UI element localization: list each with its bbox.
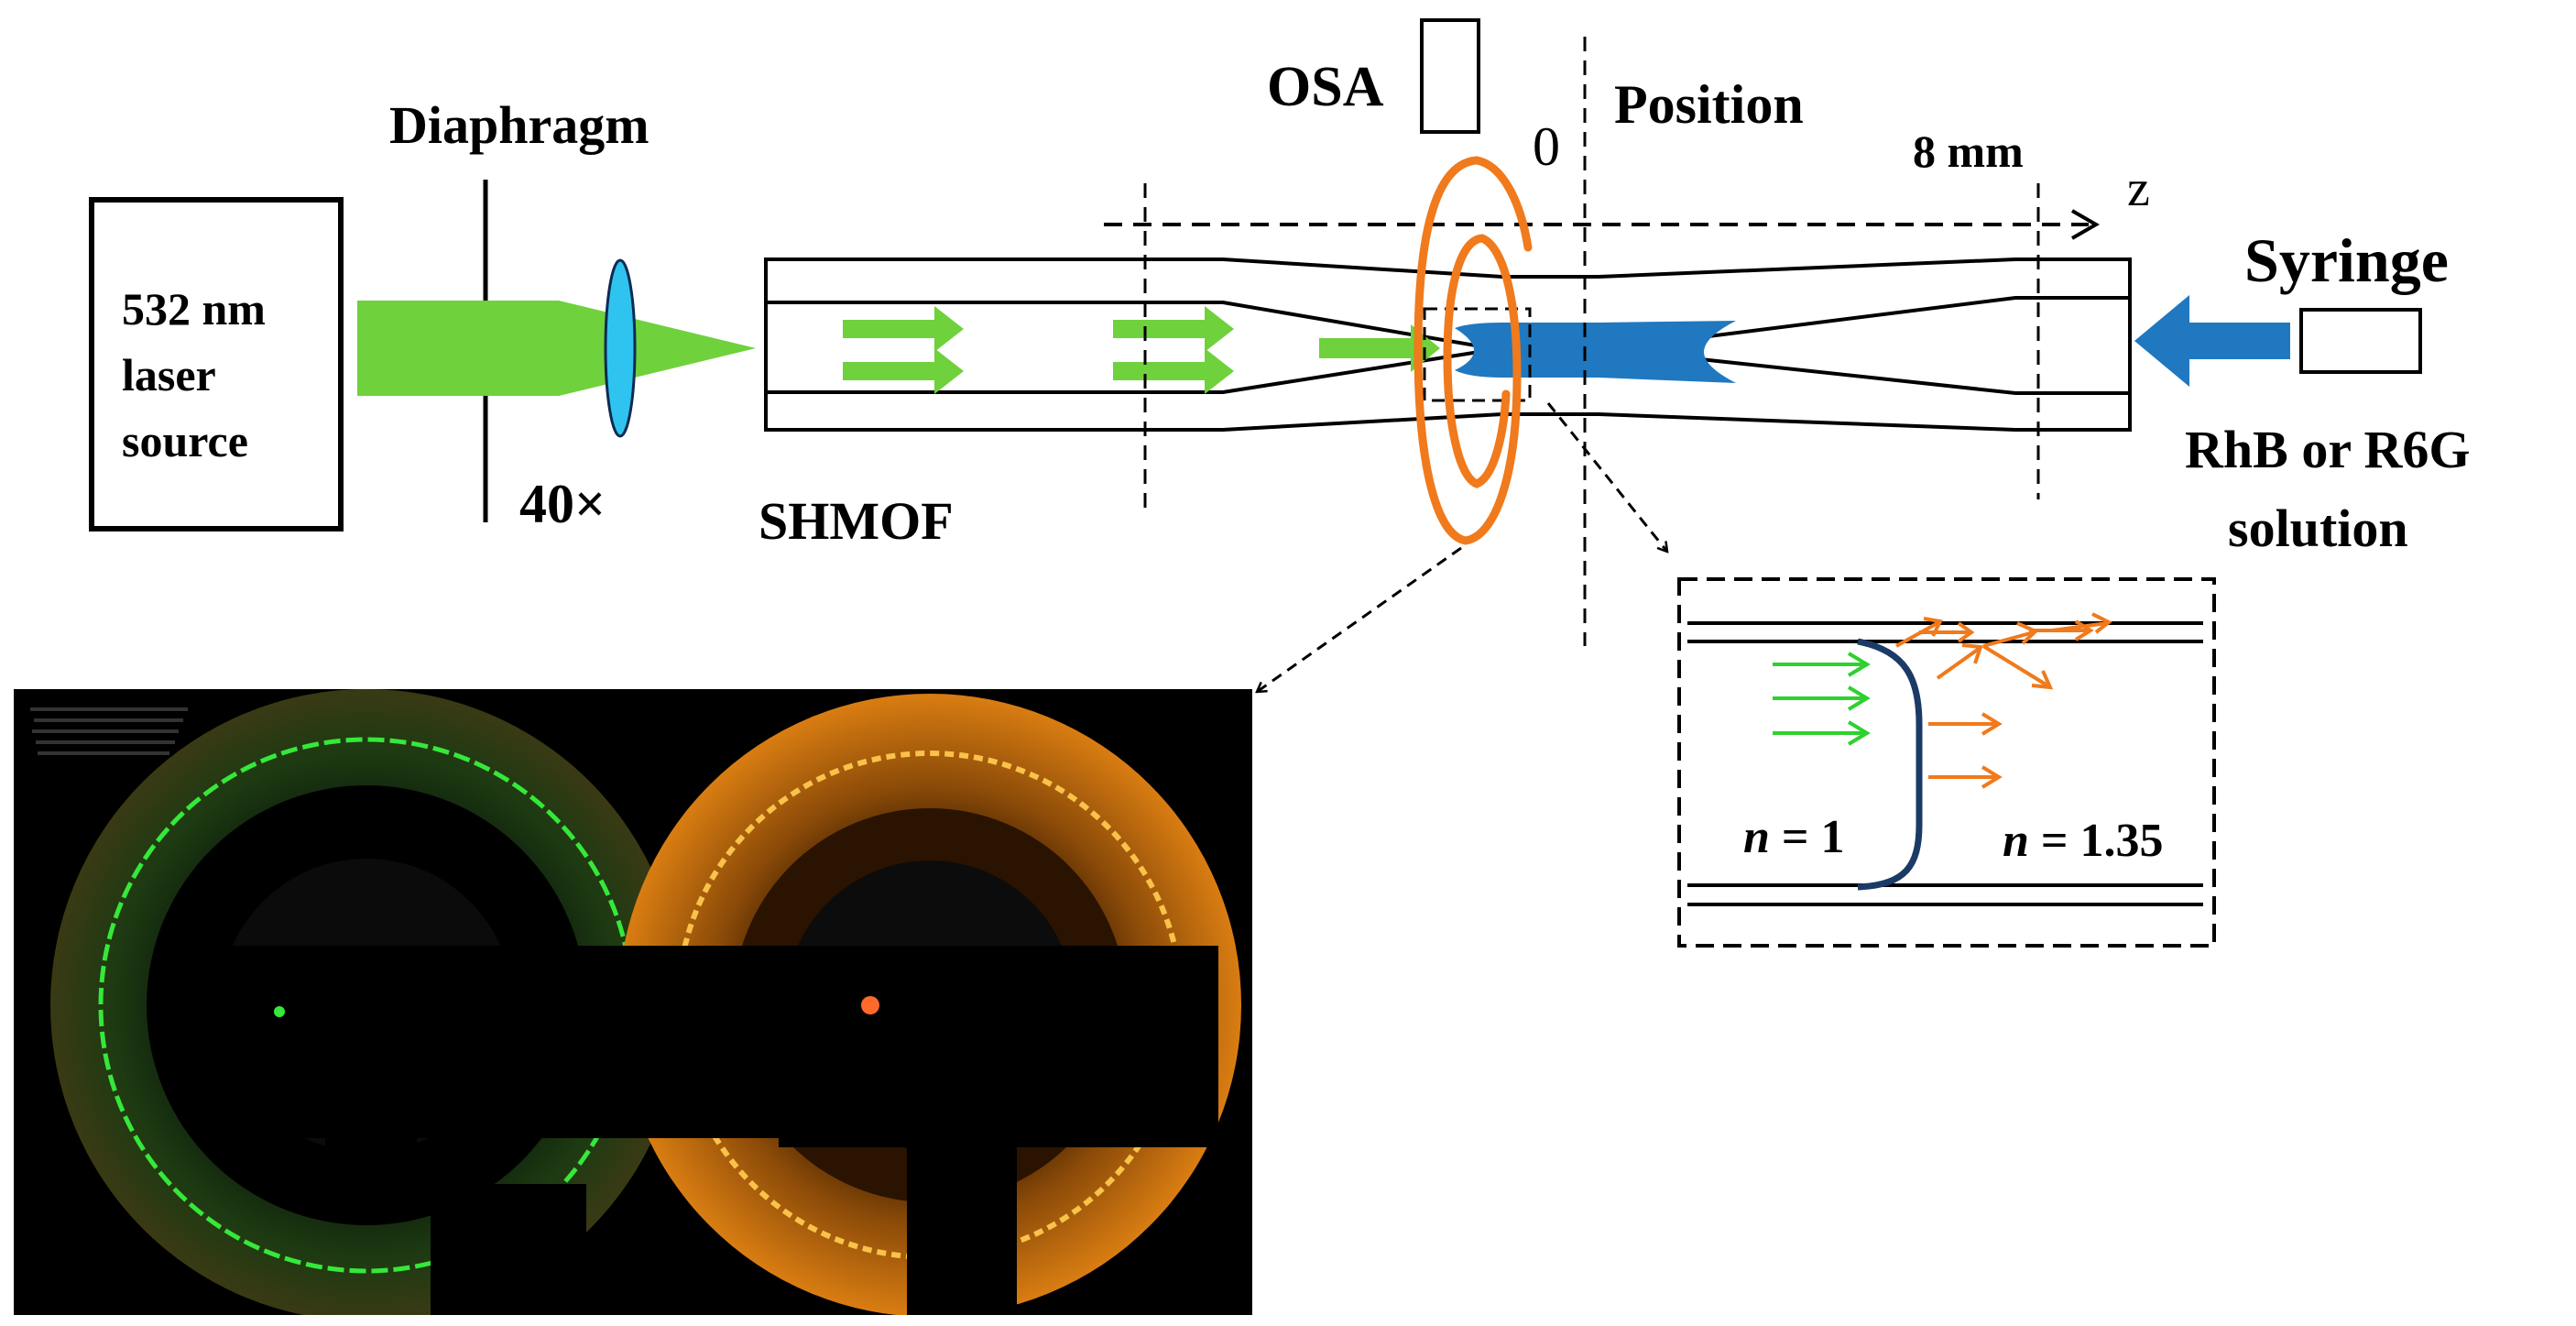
syringe-arrow xyxy=(2134,295,2290,387)
inset-pump-arrows xyxy=(1773,652,1871,746)
photograph-drawing xyxy=(14,689,1252,1315)
n-left-val: = 1 xyxy=(1769,811,1845,863)
refractive-index-right: n = 1.35 xyxy=(2003,817,2164,865)
syringe-label: Syringe xyxy=(2244,225,2449,295)
laser-label-line1: 532 nm xyxy=(122,283,266,334)
laser-label-line2: laser xyxy=(122,349,216,400)
inset-emission-arrows xyxy=(1895,612,2112,789)
objective-lens xyxy=(604,258,637,438)
syringe-box xyxy=(2299,308,2422,374)
n-left-var: n xyxy=(1743,811,1770,863)
inset-walls xyxy=(1687,621,2203,906)
redaction-scribble xyxy=(30,707,188,755)
laser-beam xyxy=(357,301,756,396)
emission-spiral xyxy=(1414,156,1533,545)
emission-photograph xyxy=(14,689,1252,1315)
meniscus-curve xyxy=(1857,638,1923,891)
mount-shadow-left xyxy=(202,946,788,1138)
diaphragm-label: Diaphragm xyxy=(389,95,649,155)
laser-source-box: 532 nm laser source xyxy=(89,197,344,531)
z-axis-arrowhead xyxy=(2071,209,2101,240)
position-markers xyxy=(1143,37,2040,646)
z-axis-label: z xyxy=(2127,160,2150,217)
zero-label: 0 xyxy=(1533,116,1560,177)
n-right-val: = 1.35 xyxy=(2028,815,2164,867)
distance-label: 8 mm xyxy=(1913,126,2024,177)
arrow-to-inset xyxy=(1546,402,1667,552)
refractive-index-left: n = 1 xyxy=(1743,814,1845,861)
n-right-var: n xyxy=(2003,815,2029,867)
dye-solution-column xyxy=(1455,321,1736,383)
laser-label-line3: source xyxy=(122,415,248,466)
fiber-label: SHMOF xyxy=(759,491,954,551)
solution-label-line1: RhB or R6G xyxy=(2185,420,2471,479)
osa-label: OSA xyxy=(1267,56,1384,118)
objective-label: 40× xyxy=(519,474,606,534)
zoom-region xyxy=(1423,307,1532,402)
pump-arrows xyxy=(843,306,1440,394)
position-label: Position xyxy=(1614,74,1804,135)
arrow-to-photo xyxy=(1257,546,1462,692)
osa-detector-box xyxy=(1420,18,1480,134)
solution-label-line2: solution xyxy=(2228,499,2408,558)
